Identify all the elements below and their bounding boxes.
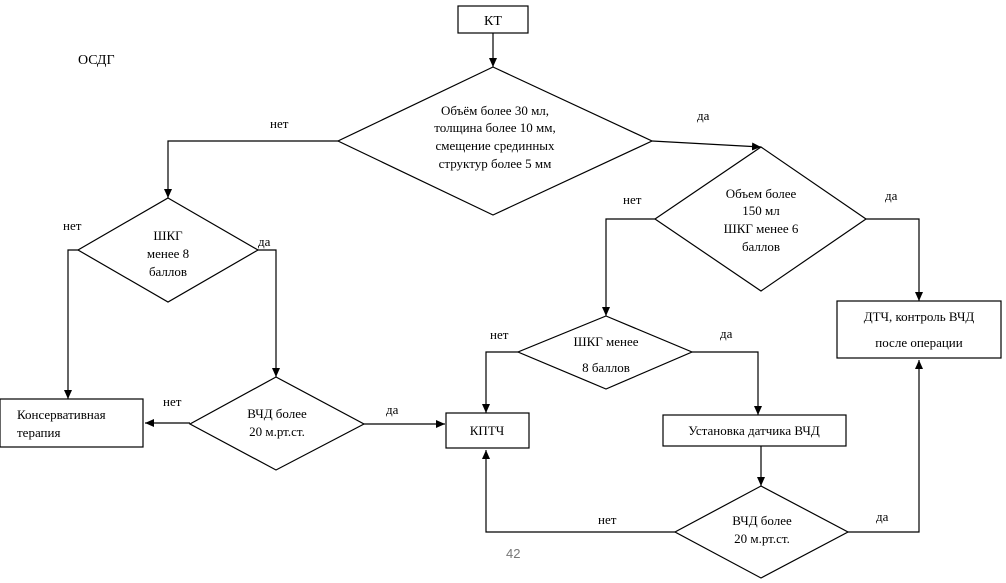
arrow-shkg-left-yes	[258, 249, 280, 377]
decision-shkg-left-line-3: баллов	[149, 264, 187, 279]
kptch-box: КПТЧ	[445, 412, 530, 449]
arrow-shkg-mid-yes	[692, 351, 762, 415]
label-main-yes: да	[697, 108, 710, 123]
osdg-label: ОСДГ	[78, 53, 115, 68]
kptch-label: КПТЧ	[470, 423, 505, 438]
arrow-main-yes	[651, 140, 762, 151]
label-shkg-mid-no: нет	[490, 327, 509, 342]
decision-vchd-right-line-2: 20 м.рт.ст.	[734, 531, 790, 546]
decision-volume-thickness-shift: Объём более 30 мл, толщина более 10 мм, …	[336, 66, 654, 216]
arrow-vol150-yes	[866, 218, 923, 301]
label-shkg-left-yes: да	[258, 234, 271, 249]
arrow-shkg-left-no	[64, 249, 78, 399]
decision-vchd-left-line-2: 20 м.рт.ст.	[249, 424, 305, 439]
dtch-box: ДТЧ, контроль ВЧД после операции	[836, 300, 1002, 359]
arrow-vol150-no	[602, 218, 655, 316]
decision-vol150-line-1: Объем более	[726, 186, 797, 201]
sensor-install-label: Установка датчика ВЧД	[688, 423, 820, 438]
decision-vchd-left: ВЧД более 20 м.рт.ст.	[188, 376, 366, 471]
arrow-vchd-right-yes	[848, 360, 923, 533]
page-number: 42	[506, 546, 520, 561]
kt-box: КТ	[457, 5, 529, 34]
decision-vol150-line-2: 150 мл	[742, 203, 780, 218]
dtch-line-2: после операции	[875, 335, 962, 350]
decision-shkg-mid-line-1: ШКГ менее	[573, 334, 638, 349]
decision-main-line-3: смещение срединных	[435, 138, 555, 153]
decision-vchd-right-line-1: ВЧД более	[732, 513, 792, 528]
dtch-line-1: ДТЧ, контроль ВЧД	[864, 309, 975, 324]
label-shkg-left-no: нет	[63, 218, 82, 233]
decision-shkg-left: ШКГ менее 8 баллов	[76, 197, 260, 303]
decision-vchd-left-line-1: ВЧД более	[247, 406, 307, 421]
conservative-therapy-box: Консервативная терапия	[0, 398, 144, 448]
label-vchd-right-yes: да	[876, 509, 889, 524]
decision-main-line-1: Объём более 30 мл,	[441, 103, 549, 118]
label-shkg-mid-yes: да	[720, 326, 733, 341]
decision-shkg-left-line-2: менее 8	[147, 246, 189, 261]
conservative-line-2: терапия	[17, 425, 60, 440]
kt-box-label: КТ	[484, 14, 502, 29]
arrow-main-no	[164, 140, 338, 198]
decision-shkg-mid: ШКГ менее 8 баллов	[516, 315, 694, 390]
conservative-line-1: Консервативная	[17, 407, 106, 422]
decision-main-line-2: толщина более 10 мм,	[434, 120, 555, 135]
arrow-shkg-mid-no	[482, 351, 518, 413]
label-main-no: нет	[270, 116, 289, 131]
label-vchd-right-no: нет	[598, 512, 617, 527]
decision-shkg-mid-line-2: 8 баллов	[582, 360, 630, 375]
sensor-install-box: Установка датчика ВЧД	[662, 414, 847, 447]
decision-volume-150: Объем более 150 мл ШКГ менее 6 баллов	[653, 146, 868, 292]
decision-main-line-4: структур более 5 мм	[439, 156, 552, 171]
label-vchd-left-no: нет	[163, 394, 182, 409]
decision-vchd-right: ВЧД более 20 м.рт.ст.	[673, 485, 850, 579]
decision-vol150-line-4: баллов	[742, 239, 780, 254]
label-vol150-no: нет	[623, 192, 642, 207]
decision-vol150-line-3: ШКГ менее 6	[724, 221, 799, 236]
decision-shkg-left-line-1: ШКГ	[153, 228, 183, 243]
label-vchd-left-yes: да	[386, 402, 399, 417]
label-vol150-yes: да	[885, 188, 898, 203]
arrow-vchd-right-no	[482, 450, 675, 533]
